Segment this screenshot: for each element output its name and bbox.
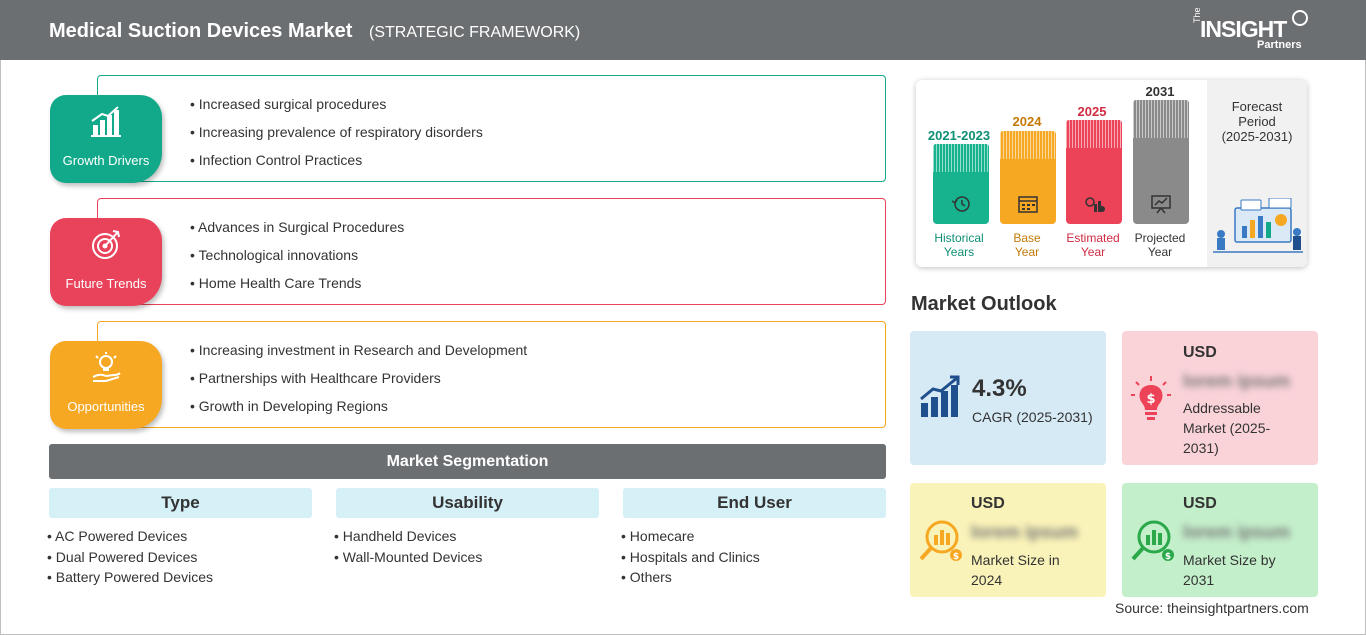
- growth-drivers-box: • Increased surgical procedures • Increa…: [97, 75, 886, 182]
- header-bar: Medical Suction Devices Market (STRATEGI…: [0, 0, 1366, 60]
- calendar-icon: [1018, 196, 1038, 213]
- list-item: • Home Health Care Trends: [190, 275, 362, 291]
- forecast-panel: Forecast Period (2025-2031): [1207, 80, 1307, 267]
- svg-text:$: $: [1165, 552, 1171, 562]
- page-title: Medical Suction Devices Market: [49, 20, 353, 42]
- svg-text:$: $: [1146, 392, 1155, 407]
- segment-list-usability: • Handheld Devices • Wall-Mounted Device…: [334, 526, 482, 567]
- growth-drivers-badge: Growth Drivers: [50, 95, 162, 183]
- year-label-historical: 2021-2023: [927, 128, 991, 143]
- size-2031-label: Market Size by 2031: [1183, 552, 1276, 588]
- opportunities-box: • Increasing investment in Research and …: [97, 321, 886, 428]
- bar-growth-icon: [91, 106, 121, 137]
- size-2031-value: lorem ipsum: [1183, 522, 1291, 542]
- market-size-2031-card: $ USD lorem ipsum Market Size by 2031: [1122, 483, 1318, 597]
- segment-list-end-user: • Homecare • Hospitals and Clinics • Oth…: [621, 526, 760, 588]
- growth-chart-icon: [920, 375, 960, 417]
- future-trends-badge: Future Trends: [50, 218, 162, 306]
- addressable-value: lorem ipsum: [1183, 371, 1291, 391]
- opportunities-badge: Opportunities: [50, 341, 162, 429]
- forecast-label: Forecast Period (2025-2031): [1221, 99, 1293, 144]
- list-item: • AC Powered Devices: [47, 528, 188, 544]
- logo-arc-icon: [1292, 10, 1308, 26]
- segmentation-title: Market Segmentation: [49, 444, 886, 479]
- list-item: • Growth in Developing Regions: [190, 398, 388, 414]
- cagr-value: 4.3%: [972, 375, 1027, 402]
- gear-chart-icon: [1085, 197, 1105, 212]
- segment-heading-type: Type: [49, 488, 312, 518]
- history-icon: [951, 196, 970, 212]
- badge-label: Future Trends: [65, 276, 147, 291]
- year-label-projected: 2031: [1145, 84, 1175, 99]
- bar-projected: [1133, 100, 1189, 224]
- list-item: • Others: [621, 569, 672, 585]
- list-item: • Battery Powered Devices: [47, 569, 213, 585]
- market-size-2024-card: $ USD lorem ipsum Market Size in 2024: [910, 483, 1106, 597]
- target-icon: [92, 230, 120, 259]
- cagr-card: 4.3% CAGR (2025-2031): [910, 331, 1106, 465]
- list-item: • Dual Powered Devices: [47, 548, 198, 565]
- future-trends-list: • Advances in Surgical Procedures • Tech…: [190, 217, 404, 301]
- insight-partners-logo[interactable]: The INSIGHT Partners: [1192, 7, 1310, 54]
- badge-label: Growth Drivers: [62, 153, 150, 168]
- lightbulb-hand-icon: [92, 352, 121, 382]
- list-item: • Homecare: [621, 528, 695, 544]
- list-item: • Increased surgical procedures: [190, 96, 387, 112]
- size-2031-usd: USD: [1183, 495, 1217, 512]
- list-item: • Increasing prevalence of respiratory d…: [190, 124, 483, 140]
- list-item: • Wall-Mounted Devices: [334, 548, 483, 565]
- page-subtitle: (STRATEGIC FRAMEWORK): [369, 24, 581, 41]
- future-trends-box: • Advances in Surgical Procedures • Tech…: [97, 198, 886, 305]
- presentation-icon: [1151, 195, 1171, 214]
- size-2024-value: lorem ipsum: [971, 522, 1079, 542]
- lightbulb-dollar-icon: $: [1131, 376, 1171, 420]
- list-item: • Handheld Devices: [334, 528, 457, 544]
- year-label-estimated: 2025: [1077, 104, 1107, 119]
- addressable-usd: USD: [1183, 344, 1217, 361]
- badge-label: Opportunities: [67, 399, 145, 414]
- list-item: • Infection Control Practices: [190, 152, 363, 168]
- list-item: • Partnerships with Healthcare Providers: [190, 370, 441, 386]
- list-item: • Technological innovations: [190, 247, 359, 263]
- addressable-market-card: $ USD lorem ipsum Addressable Market (20…: [1122, 331, 1318, 465]
- list-item: • Increasing investment in Research and …: [190, 342, 528, 358]
- market-outlook-title: Market Outlook: [911, 293, 1057, 315]
- bar-historical: [933, 144, 989, 224]
- logo-partners: Partners: [1257, 39, 1302, 51]
- bar-base: [1000, 131, 1056, 224]
- segment-list-type: • AC Powered Devices • Dual Powered Devi…: [47, 526, 213, 588]
- analytics-people-icon: [1213, 198, 1303, 253]
- addressable-label: Addressable Market (2025-2031): [1183, 400, 1271, 456]
- growth-drivers-list: • Increased surgical procedures • Increa…: [190, 94, 483, 178]
- segment-heading-end-user: End User: [623, 488, 886, 518]
- magnifier-chart-icon: $: [919, 520, 962, 562]
- bar-estimated: [1066, 120, 1122, 224]
- svg-text:$: $: [953, 552, 959, 562]
- size-2024-usd: USD: [971, 495, 1005, 512]
- opportunities-list: • Increasing investment in Research and …: [190, 340, 527, 424]
- year-label-base: 2024: [1012, 114, 1042, 129]
- source-note: Source: theinsightpartners.com: [1115, 600, 1309, 616]
- size-2024-label: Market Size in 2024: [971, 552, 1060, 588]
- list-item: • Hospitals and Clinics: [621, 548, 760, 565]
- list-item: • Advances in Surgical Procedures: [190, 219, 405, 235]
- logo-insight: INSIGHT: [1200, 16, 1287, 42]
- segment-heading-usability: Usability: [336, 488, 599, 518]
- magnifier-chart-icon: $: [1131, 520, 1174, 562]
- cagr-label: CAGR (2025-2031): [972, 409, 1093, 425]
